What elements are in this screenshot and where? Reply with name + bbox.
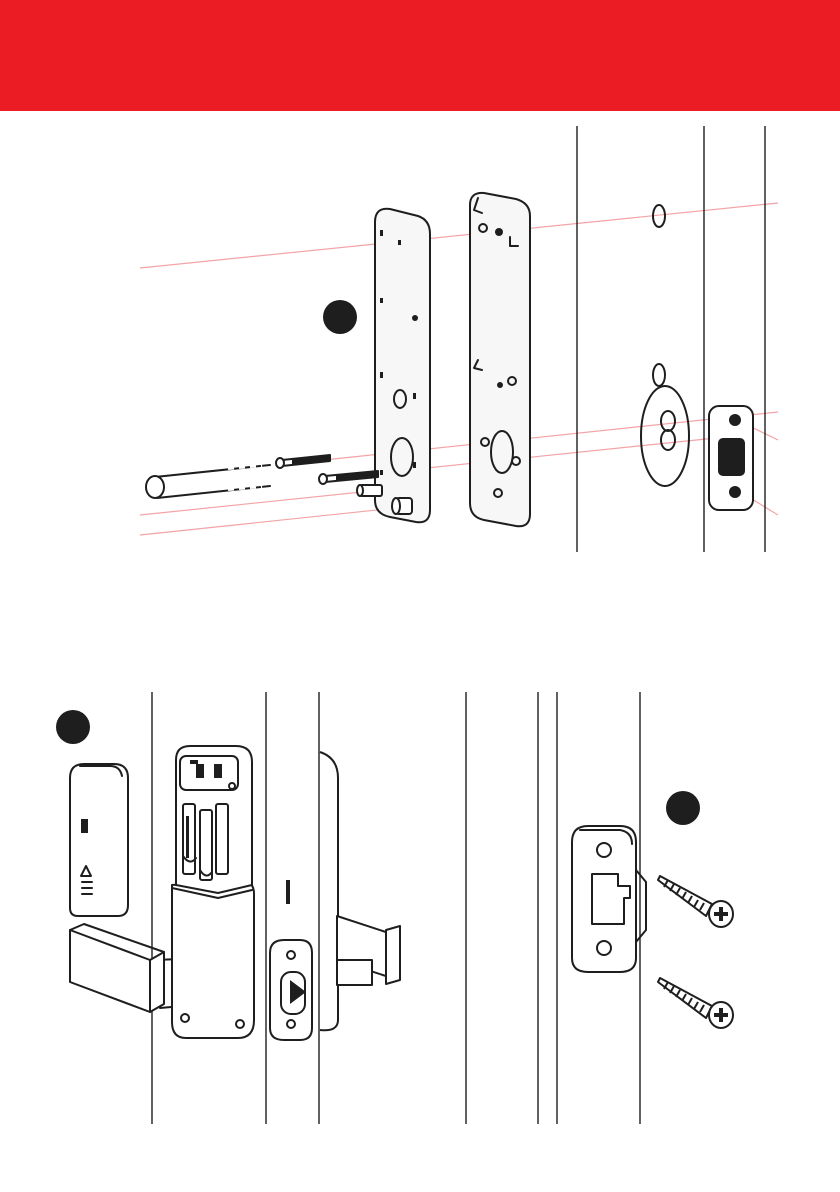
bottom-figure xyxy=(56,692,733,1124)
battery-cover xyxy=(70,764,128,916)
screw xyxy=(658,978,733,1028)
latch-faceplate xyxy=(270,940,312,1040)
screws xyxy=(658,876,733,1028)
front-mounting-plate xyxy=(375,209,430,522)
strike-plate xyxy=(709,406,753,510)
back-mounting-plate xyxy=(470,193,530,526)
screw xyxy=(658,876,733,927)
alignment-guide-lines xyxy=(140,203,778,535)
step-marker-a xyxy=(56,710,90,744)
step-marker-1 xyxy=(323,300,357,334)
long-bolts xyxy=(276,455,382,496)
interior-lock-body xyxy=(172,746,254,1038)
exterior-lock-body xyxy=(320,752,400,1030)
latch-strike-plate xyxy=(572,826,646,972)
mortise-slot xyxy=(286,880,290,904)
top-figure xyxy=(140,126,778,552)
step-marker-b xyxy=(666,791,700,825)
spindle-bar xyxy=(146,465,270,498)
